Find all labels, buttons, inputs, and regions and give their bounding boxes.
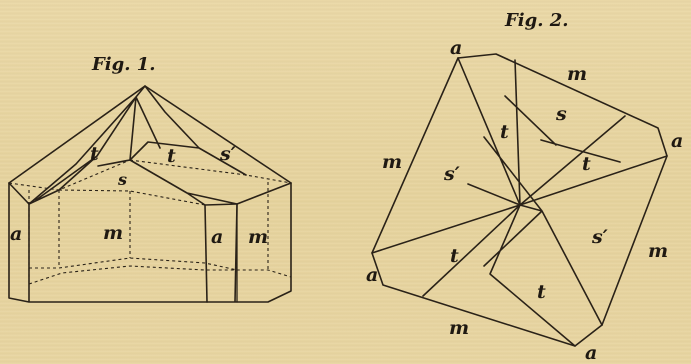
fig1-prism-outline xyxy=(8,182,292,303)
fig2-label-t-upper: t xyxy=(500,121,509,143)
fig1-pyramid-outline xyxy=(8,85,292,184)
fig2-label-a-bottom: a xyxy=(585,342,597,364)
fig1-pyramid-edges xyxy=(28,85,247,206)
fig1-label-s: s xyxy=(117,170,127,189)
fig2-label-s-prime-right: s′ xyxy=(591,226,608,248)
fig2-face-edges xyxy=(371,57,668,347)
fig2-label-m-left: m xyxy=(382,151,402,173)
fig1-label-m-center: m xyxy=(103,222,123,244)
fig1-edge-a-m xyxy=(204,204,208,303)
fig2-label-m-top: m xyxy=(567,63,587,85)
fig2-crystal-drawing: Fig. 2. a m a m m a m a t s s′ t s′ t t xyxy=(366,10,683,364)
fig1-hidden-edges xyxy=(8,159,292,285)
fig2-caption: Fig. 2. xyxy=(504,10,569,31)
fig2-label-t-lower-left: t xyxy=(450,245,459,267)
fig2-label-t-lower-right: t xyxy=(537,281,546,303)
fig1-label-t-left: t xyxy=(90,143,99,165)
fig2-label-m-bottom: m xyxy=(449,317,469,339)
fig2-label-m-right: m xyxy=(648,240,668,262)
fig1-label-s-prime: s′ xyxy=(219,143,236,165)
fig1-label-m-right: m xyxy=(248,226,268,248)
fig2-label-t-right: t xyxy=(582,153,591,175)
fig1-label-a-left: a xyxy=(10,223,22,245)
fig1-caption: Fig. 1. xyxy=(91,54,156,75)
fig2-label-s-upper: s xyxy=(555,103,567,125)
fig1-label-a-right: a xyxy=(211,226,223,248)
fig2-label-a-right: a xyxy=(671,130,683,152)
fig1-label-t-right: t xyxy=(167,145,176,167)
fig2-label-s-prime-left: s′ xyxy=(443,163,460,185)
fig2-label-a-left: a xyxy=(366,264,378,286)
fig2-label-a-top: a xyxy=(450,37,462,59)
fig1-crystal-drawing: Fig. 1. t t s s′ a m a m xyxy=(8,54,292,303)
